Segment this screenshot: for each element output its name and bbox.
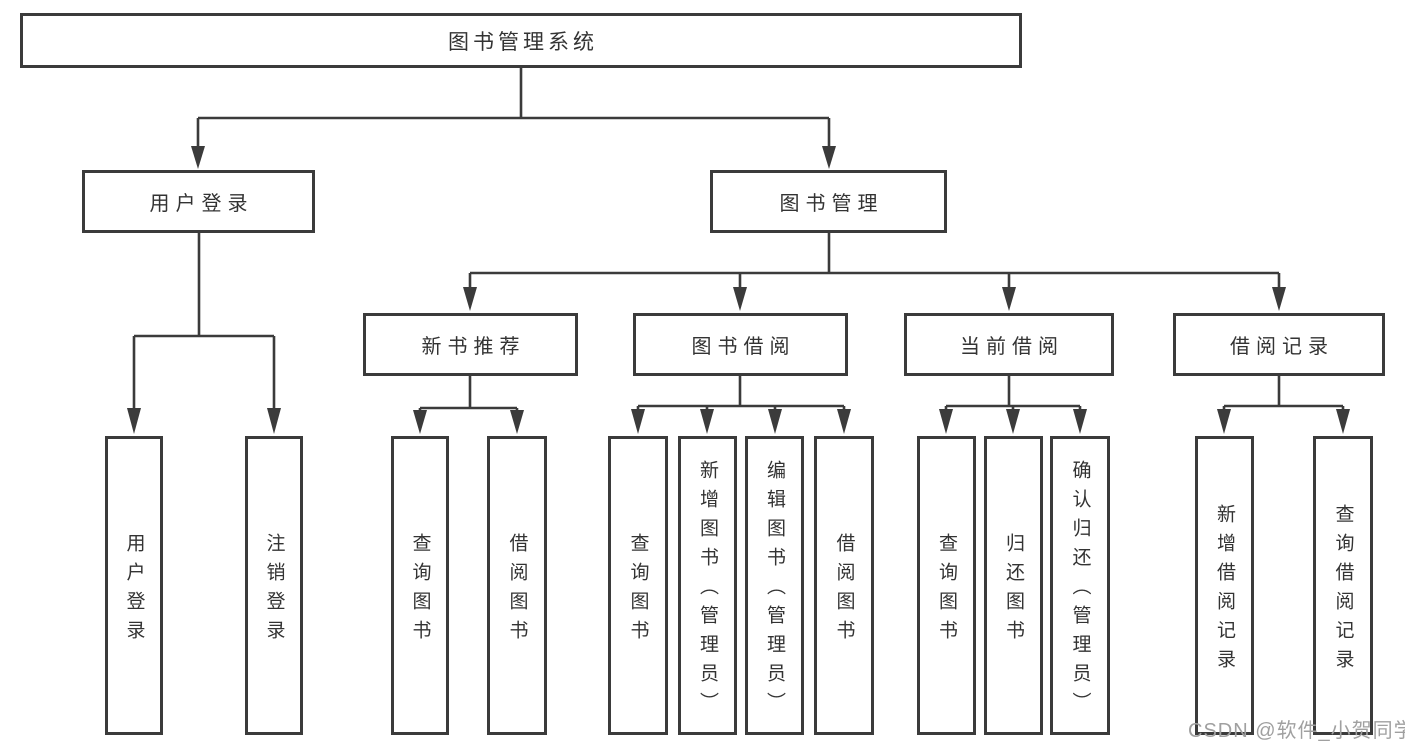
node-book-management: 图书管理 <box>710 170 947 233</box>
leaf-borrowing-edit-book-admin: 编辑图书（管理员） <box>745 436 804 735</box>
connector-book-borrowing-to-leaves <box>631 376 851 434</box>
leaf-user-login: 用户登录 <box>105 436 163 735</box>
node-current-borrowing-label: 当前借阅 <box>960 336 1064 358</box>
node-book-borrowing-label: 图书借阅 <box>691 336 796 358</box>
node-book-management-label: 图书管理 <box>779 193 884 215</box>
leaf-borrowing-query-book: 查询图书 <box>608 436 668 735</box>
connector-book-management-to-sections <box>463 233 1286 311</box>
node-new-book-recommend-label: 新书推荐 <box>421 336 526 358</box>
csdn-watermark: CSDN @软件_小贺同学 <box>1188 720 1405 742</box>
leaf-borrowing-borrow-book: 借阅图书 <box>814 436 874 735</box>
connector-root-to-level2 <box>191 68 836 169</box>
leaf-recommend-query-book: 查询图书 <box>391 436 449 735</box>
leaf-borrowing-add-book-admin: 新增图书（管理员） <box>678 436 737 735</box>
node-user-login-label: 用户登录 <box>149 193 254 215</box>
node-user-login: 用户登录 <box>82 170 315 233</box>
leaf-current-confirm-return-admin: 确认归还（管理员） <box>1050 436 1110 735</box>
node-book-borrowing: 图书借阅 <box>633 313 848 376</box>
node-current-borrowing: 当前借阅 <box>904 313 1114 376</box>
node-new-book-recommend: 新书推荐 <box>363 313 578 376</box>
node-borrowing-records: 借阅记录 <box>1173 313 1385 376</box>
connector-borrowing-records-to-leaves <box>1217 376 1350 434</box>
node-borrowing-records-label: 借阅记录 <box>1230 336 1334 358</box>
leaf-current-return-book: 归还图书 <box>984 436 1043 735</box>
leaf-records-add-record: 新增借阅记录 <box>1195 436 1254 735</box>
connector-user-login-to-leaves <box>127 233 281 434</box>
connector-current-borrowing-to-leaves <box>939 376 1087 434</box>
leaf-recommend-borrow-book: 借阅图书 <box>487 436 547 735</box>
leaf-logout: 注销登录 <box>245 436 303 735</box>
connector-new-book-recommend-to-leaves <box>413 376 524 434</box>
node-root: 图书管理系统 <box>20 13 1022 68</box>
leaf-records-query-record: 查询借阅记录 <box>1313 436 1373 735</box>
node-root-label: 图书管理系统 <box>448 30 598 54</box>
leaf-current-query-book: 查询图书 <box>917 436 976 735</box>
